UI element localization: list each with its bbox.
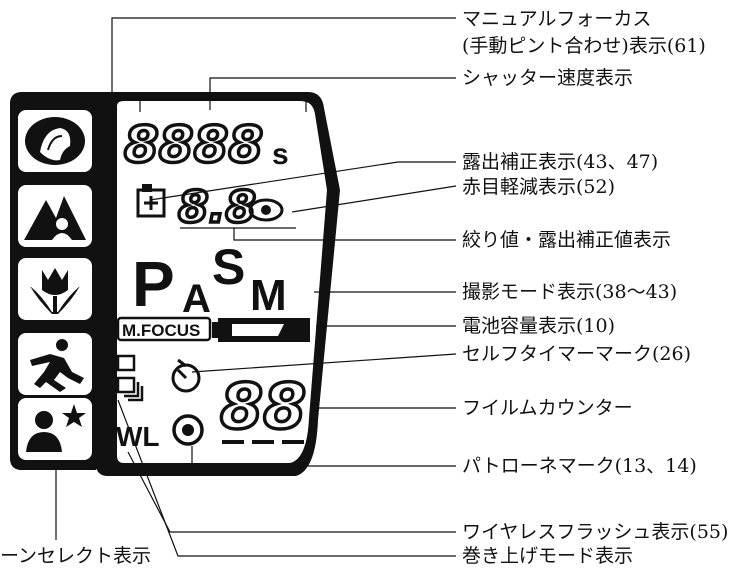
label-exposure-comp: 露出補正表示(43、47): [462, 151, 658, 173]
label-mode: 撮影モード表示(38〜43): [462, 281, 677, 303]
drive-mode-icons: [116, 354, 144, 402]
portrait-icon: [25, 117, 85, 165]
shutter-digits: 8888: [124, 116, 263, 174]
mode-m: M: [250, 271, 287, 320]
counter-dashes: [222, 440, 304, 444]
night-portrait-star-icon: [26, 404, 86, 452]
label-patrone: パトローネマーク(13、14): [462, 455, 697, 477]
label-battery: 電池容量表示(10): [462, 315, 615, 337]
battery-icon: [212, 318, 310, 342]
label-selftimer: セルフタイマーマーク(26): [462, 343, 691, 365]
sports-runner-icon: [30, 339, 84, 392]
shutter-unit: s: [272, 138, 289, 171]
mode-s: S: [212, 239, 245, 295]
mfocus-text: M.FOCUS: [122, 321, 200, 340]
leader-lines: [55, 17, 457, 557]
label-shutter: シャッター速度表示: [462, 67, 633, 89]
mode-p: P: [132, 248, 175, 320]
wl-text: WL: [116, 421, 160, 452]
mfocus-box: [116, 316, 212, 342]
lcd-window: [115, 99, 330, 465]
landscape-icon: [24, 196, 86, 240]
label-drive: 巻き上げモード表示: [462, 545, 633, 567]
label-wireless: ワイヤレスフラッシュ表示(55): [462, 521, 728, 543]
scene-icons: [18, 110, 92, 460]
label-aperture: 絞り値・露出補正値表示: [462, 229, 671, 251]
label-manual-focus-2: (手動ピント合わせ)表示(61): [462, 35, 706, 57]
exposure-comp-icon: [136, 184, 166, 218]
redeye-icon: [248, 198, 284, 222]
label-counter: フイルムカウンター: [462, 397, 633, 419]
label-redeye: 赤目軽減表示(52): [462, 176, 615, 198]
mode-letters: P A S M: [132, 239, 287, 321]
macro-flower-icon: [30, 268, 80, 314]
patrone-icon: [172, 414, 204, 446]
selftimer-icon: [171, 358, 201, 393]
label-scene: ーンセレクト表示: [0, 545, 151, 567]
callout-labels: マニュアルフォーカス (手動ピント合わせ)表示(61) シャッター速度表示 露出…: [0, 8, 728, 567]
mode-a: A: [182, 277, 211, 321]
counter-digits: 88: [220, 370, 306, 443]
label-manual-focus-1: マニュアルフォーカス: [462, 8, 651, 30]
